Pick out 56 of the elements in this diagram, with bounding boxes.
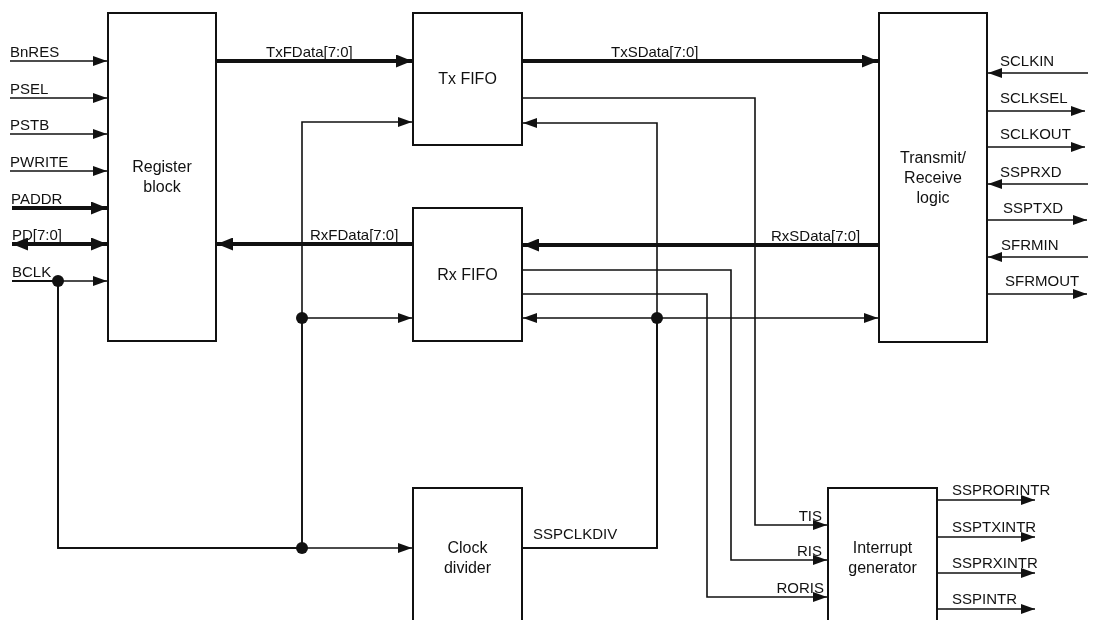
signal-label: PADDR [11, 191, 63, 206]
signal-label: TxFData[7:0] [266, 44, 353, 59]
signal-label: SSPRORINTR [952, 482, 1051, 497]
signal-arrow [987, 215, 1088, 225]
signal-label: SSPTXINTR [952, 519, 1037, 534]
function-block: Clock divider [412, 487, 523, 620]
signal-arrow [937, 568, 1036, 578]
signal-label: SSPCLKDIV [533, 526, 618, 541]
signal-arrow [9, 129, 108, 139]
signal-label: SCLKOUT [1000, 126, 1071, 141]
signal-label: RxSData[7:0] [771, 228, 861, 243]
signal-arrow [987, 179, 1089, 189]
signal-label: SFRMIN [1001, 237, 1059, 252]
signal-label: RORIS [776, 580, 824, 595]
signal-arrow [522, 293, 828, 602]
signal-arrow [522, 269, 828, 565]
signal-label: SSPRXD [1000, 164, 1062, 179]
bus-arrow [523, 238, 878, 252]
signal-arrow [937, 604, 1036, 614]
function-block: Rx FIFO [412, 207, 523, 342]
signal-arrow [987, 106, 1086, 116]
signal-arrow [987, 289, 1088, 299]
bus-arrow [12, 201, 107, 215]
signal-label: BCLK [12, 264, 52, 279]
signal-label: PWRITE [10, 154, 69, 169]
signal-label: SCLKSEL [1000, 90, 1068, 105]
signal-label: SCLKIN [1000, 53, 1055, 68]
signal-arrow [937, 532, 1036, 542]
signal-label: SSPTXD [1003, 200, 1063, 215]
function-block: Transmit/ Receive logic [878, 12, 988, 343]
function-block: Tx FIFO [412, 12, 523, 146]
bus-arrow [12, 237, 107, 251]
signal-label: SSPINTR [952, 591, 1017, 606]
signal-arrow [522, 313, 879, 549]
signal-arrow [522, 97, 828, 530]
signal-arrow [9, 56, 108, 66]
bus-arrow [217, 54, 412, 68]
signal-arrow [987, 142, 1086, 152]
signal-label: PSEL [10, 81, 49, 96]
signal-arrow [937, 495, 1036, 505]
bus-arrow [217, 237, 412, 251]
function-block: Interrupt generator [827, 487, 938, 620]
signal-label: SFRMOUT [1005, 273, 1080, 288]
bus-arrow [523, 54, 878, 68]
signal-label: SSPRXINTR [952, 555, 1038, 570]
signal-arrow [9, 166, 108, 176]
signal-label: BnRES [10, 44, 60, 59]
signal-label: RxFData[7:0] [310, 227, 399, 242]
signal-label: PSTB [10, 117, 50, 132]
signal-arrow [987, 68, 1089, 78]
signal-label: TxSData[7:0] [611, 44, 699, 59]
signal-arrow [987, 252, 1089, 262]
signal-label: TIS [798, 508, 822, 523]
signal-label: RIS [797, 543, 822, 558]
signal-arrow [9, 93, 108, 103]
function-block: Register block [107, 12, 217, 342]
